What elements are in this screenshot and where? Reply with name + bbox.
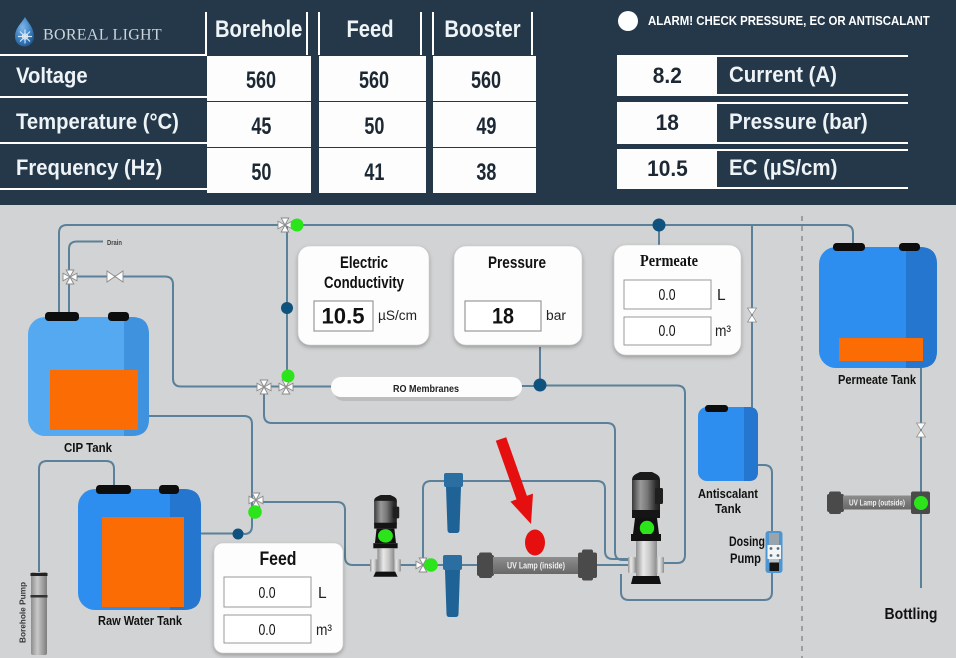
svg-text:µS/cm: µS/cm [378,308,417,323]
svg-text:m³: m³ [715,323,731,340]
svg-text:L: L [717,287,726,304]
svg-text:Pressure: Pressure [488,253,546,272]
svg-text:bar: bar [546,308,567,323]
svg-text:Feed: Feed [260,549,297,570]
svg-text:0.0: 0.0 [659,287,676,304]
svg-text:UV Lamp (outside): UV Lamp (outside) [849,498,905,508]
svg-text:Permeate: Permeate [640,251,698,270]
svg-text:0.0: 0.0 [259,585,276,602]
svg-text:Permeate Tank: Permeate Tank [838,372,917,387]
svg-text:CIP Tank: CIP Tank [64,440,113,455]
svg-text:Antiscalant: Antiscalant [698,486,759,501]
svg-text:10.5: 10.5 [322,304,365,329]
svg-text:Borehole Pump: Borehole Pump [19,582,28,643]
svg-text:Conductivity: Conductivity [324,273,404,292]
svg-text:Electric: Electric [340,253,388,272]
svg-text:Drain: Drain [107,238,122,247]
svg-text:0.0: 0.0 [259,622,276,639]
svg-text:Tank: Tank [715,501,742,516]
svg-text:BOREAL LIGHT: BOREAL LIGHT [43,27,162,44]
svg-text:UV Lamp (inside): UV Lamp (inside) [507,561,565,571]
svg-text:m³: m³ [316,622,332,639]
svg-text:L: L [318,585,327,602]
svg-text:0.0: 0.0 [659,323,676,340]
svg-text:18: 18 [492,304,514,329]
svg-text:Raw Water Tank: Raw Water Tank [98,613,183,628]
svg-text:RO Membranes: RO Membranes [393,383,459,395]
svg-text:Dosing: Dosing [729,534,765,549]
svg-text:Pump: Pump [730,551,761,566]
svg-text:Bottling: Bottling [885,606,938,623]
